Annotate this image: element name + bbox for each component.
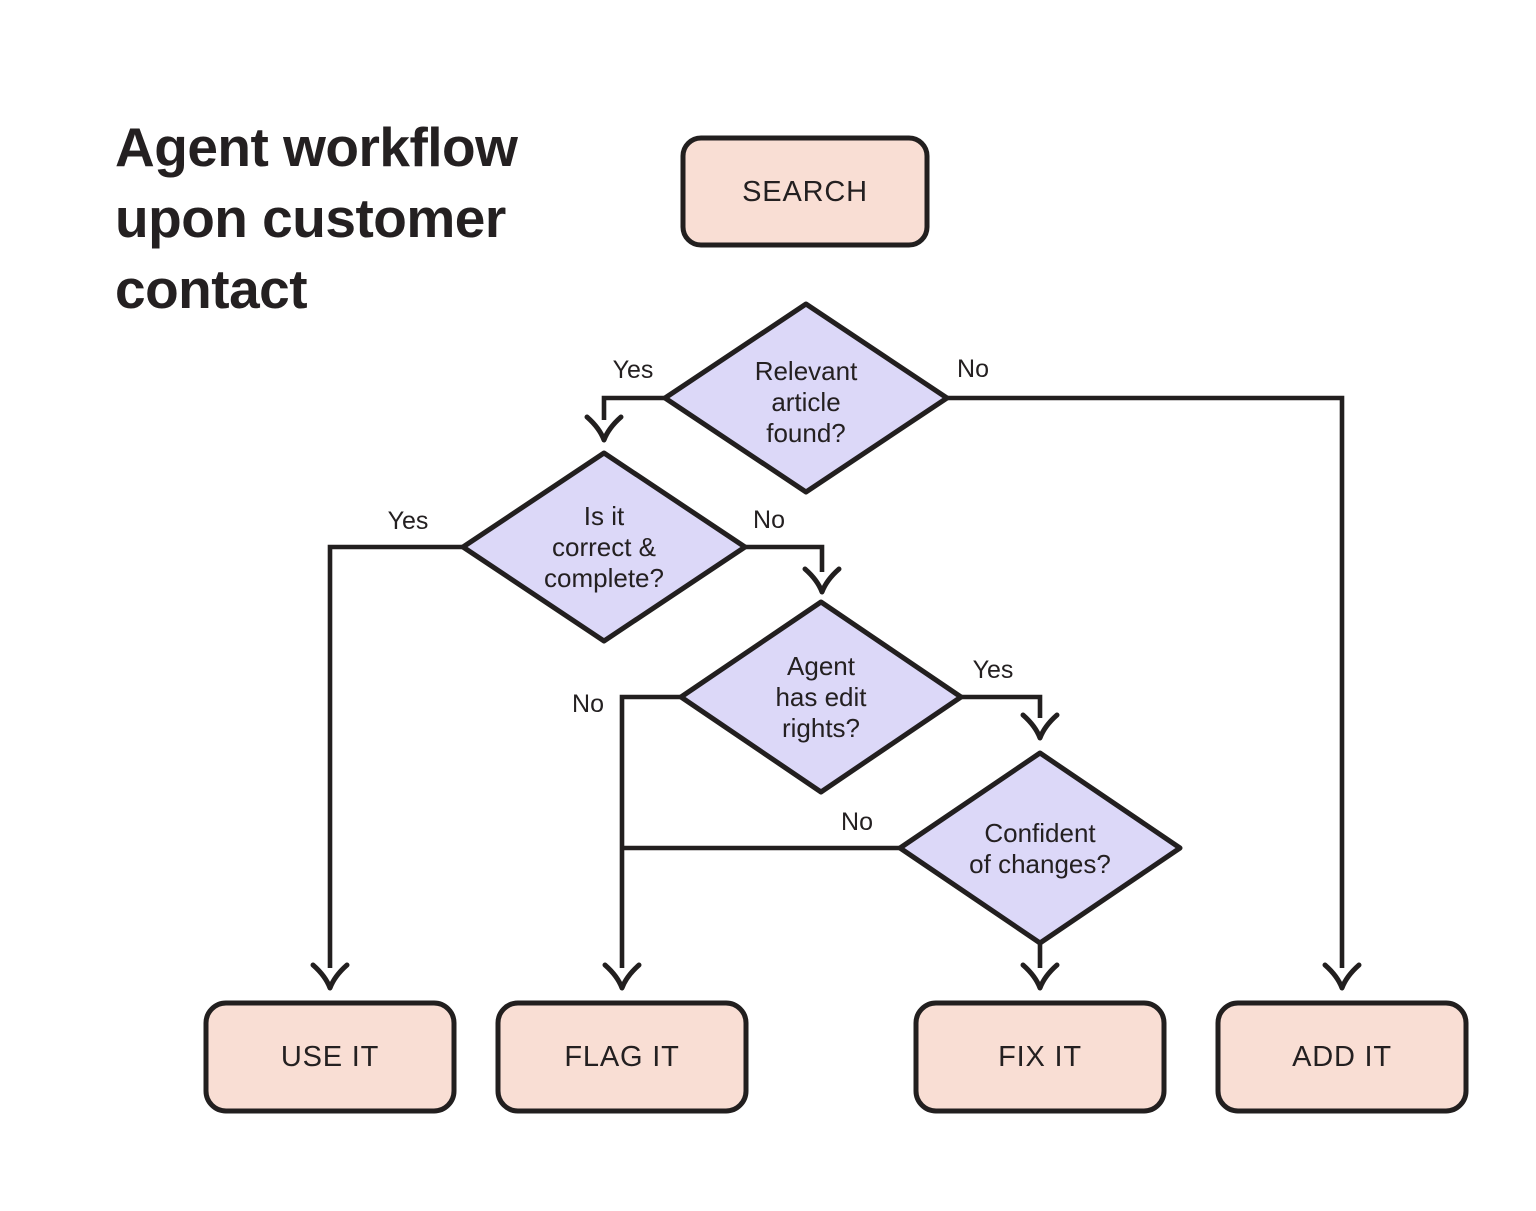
arrowhead-into-correct-complete: [584, 414, 624, 443]
node-search: [680, 135, 930, 248]
diagram-title-line-1: Agent workflow: [115, 116, 518, 178]
arrowhead-into-fix-it: [1020, 962, 1060, 991]
node-fix-it-label: FIX IT: [998, 1041, 1082, 1073]
edge-label-correct-no: No: [753, 506, 785, 534]
edge-relevant-yes: [601, 395, 665, 420]
node-correct-complete: [460, 450, 748, 644]
node-correct-complete-line-3: complete?: [544, 563, 664, 593]
arrowhead-into-use-it: [310, 962, 350, 991]
node-flag-it: [495, 1000, 749, 1114]
node-relevant-article-line-1: Relevant: [755, 356, 858, 386]
node-add-it: [1215, 1000, 1469, 1114]
node-confident-changes: [897, 750, 1183, 946]
node-use-it: [203, 1000, 457, 1114]
node-edit-rights-line-3: rights?: [782, 713, 860, 743]
flowchart-nodes: SEARCH Relevant article found? Is it cor…: [203, 135, 1469, 1114]
edge-correct-yes: [327, 544, 463, 968]
arrowhead-into-confident-changes: [1020, 712, 1060, 741]
node-search-label: SEARCH: [742, 176, 868, 208]
node-confident-changes-line-1: Confident: [984, 818, 1096, 848]
arrowhead-into-add-it: [1322, 962, 1362, 991]
node-add-it-label: ADD IT: [1292, 1041, 1392, 1073]
node-correct-complete-line-2: correct &: [552, 532, 656, 562]
node-use-it-label: USE IT: [281, 1041, 379, 1073]
arrowhead-into-flag-it: [602, 962, 642, 991]
node-edit-rights-line-2: has edit: [775, 682, 867, 712]
node-flag-it-label: FLAG IT: [564, 1041, 679, 1073]
edge-edit-no: [619, 694, 681, 968]
edge-label-relevant-yes: Yes: [613, 356, 654, 384]
flowchart-edges: [310, 395, 1362, 991]
node-fix-it: [913, 1000, 1167, 1114]
node-relevant-article: [662, 301, 950, 495]
flowchart-edge-labels: Yes No Yes No No Yes No: [388, 355, 1014, 836]
edge-label-edit-no: No: [572, 690, 604, 718]
node-edit-rights-line-1: Agent: [787, 651, 856, 681]
edge-label-correct-yes: Yes: [388, 507, 429, 535]
edge-edit-yes: [961, 694, 1043, 718]
node-correct-complete-line-1: Is it: [584, 501, 625, 531]
node-confident-changes-line-2: of changes?: [969, 849, 1111, 879]
diagram-title: Agent workflow upon customer contact: [115, 112, 518, 325]
arrowhead-into-edit-rights: [802, 566, 842, 595]
edge-label-edit-yes: Yes: [973, 656, 1014, 684]
edge-relevant-no: [947, 395, 1345, 968]
diagram-title-line-3: contact: [115, 258, 308, 320]
edge-label-relevant-no: No: [957, 355, 989, 383]
edge-correct-no: [745, 544, 825, 572]
node-relevant-article-line-3: found?: [766, 418, 846, 448]
diagram-title-line-2: upon customer: [115, 187, 506, 249]
node-edit-rights: [678, 599, 964, 795]
edge-label-confident-no: No: [841, 808, 873, 836]
node-relevant-article-line-2: article: [771, 387, 840, 417]
